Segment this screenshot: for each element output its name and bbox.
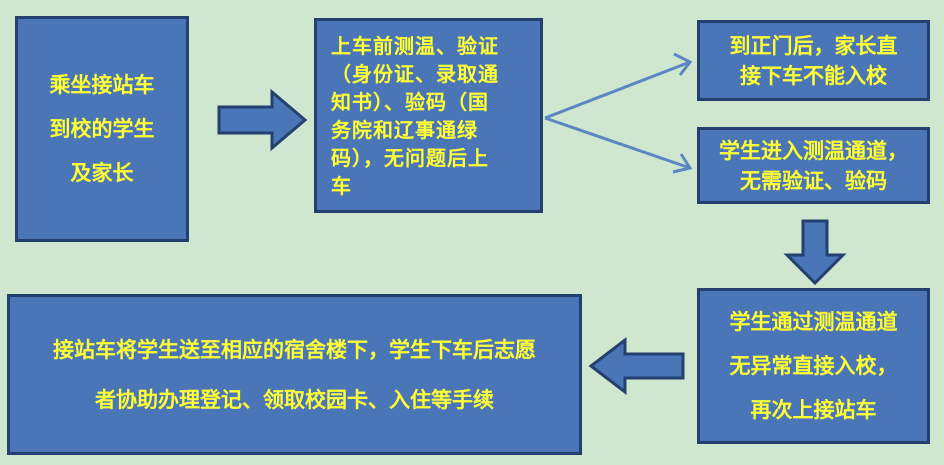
node-boarding-check: 上车前测温、验证 （身份证、录取通 知书）、验码（国 务院和辽事通绿 码），无问… — [314, 18, 543, 213]
arrowhead-boarding-to-parents — [673, 52, 693, 76]
arrow-students-to-pass — [783, 219, 847, 286]
node-boarding-check-text: 上车前测温、验证 （身份证、录取通 知书）、验码（国 务院和辽事通绿 码），无问… — [331, 33, 499, 198]
node-riders: 乘坐接站车 到校的学生 及家长 — [15, 16, 189, 242]
node-dorm-dropoff-text: 接站车将学生送至相应的宿舍楼下，学生下车后志愿 者协助办理登记、领取校园卡、入住… — [53, 337, 536, 412]
node-students-enter-text: 学生进入测温通道， 无需验证、验码 — [719, 138, 908, 193]
arrow-boarding-to-students — [544, 116, 691, 170]
arrow-boarding-to-parents — [544, 60, 691, 120]
node-pass-check-text: 学生通过测温通道 无异常直接入校， 再次上接站车 — [729, 310, 898, 422]
arrow-pass-to-dorm — [588, 336, 685, 396]
arrowhead-boarding-to-students — [672, 153, 693, 174]
arrow-riders-to-boarding — [217, 88, 308, 152]
node-riders-text: 乘坐接站车 到校的学生 及家长 — [49, 73, 155, 185]
node-parents-stop-text: 到正门后，家长直 接下车不能入校 — [729, 33, 898, 88]
node-pass-check: 学生通过测温通道 无异常直接入校， 再次上接站车 — [697, 288, 930, 444]
node-students-enter: 学生进入测温通道， 无需验证、验码 — [697, 127, 930, 204]
node-parents-stop: 到正门后，家长直 接下车不能入校 — [697, 20, 930, 101]
node-dorm-dropoff: 接站车将学生送至相应的宿舍楼下，学生下车后志愿 者协助办理登记、领取校园卡、入住… — [7, 294, 582, 455]
